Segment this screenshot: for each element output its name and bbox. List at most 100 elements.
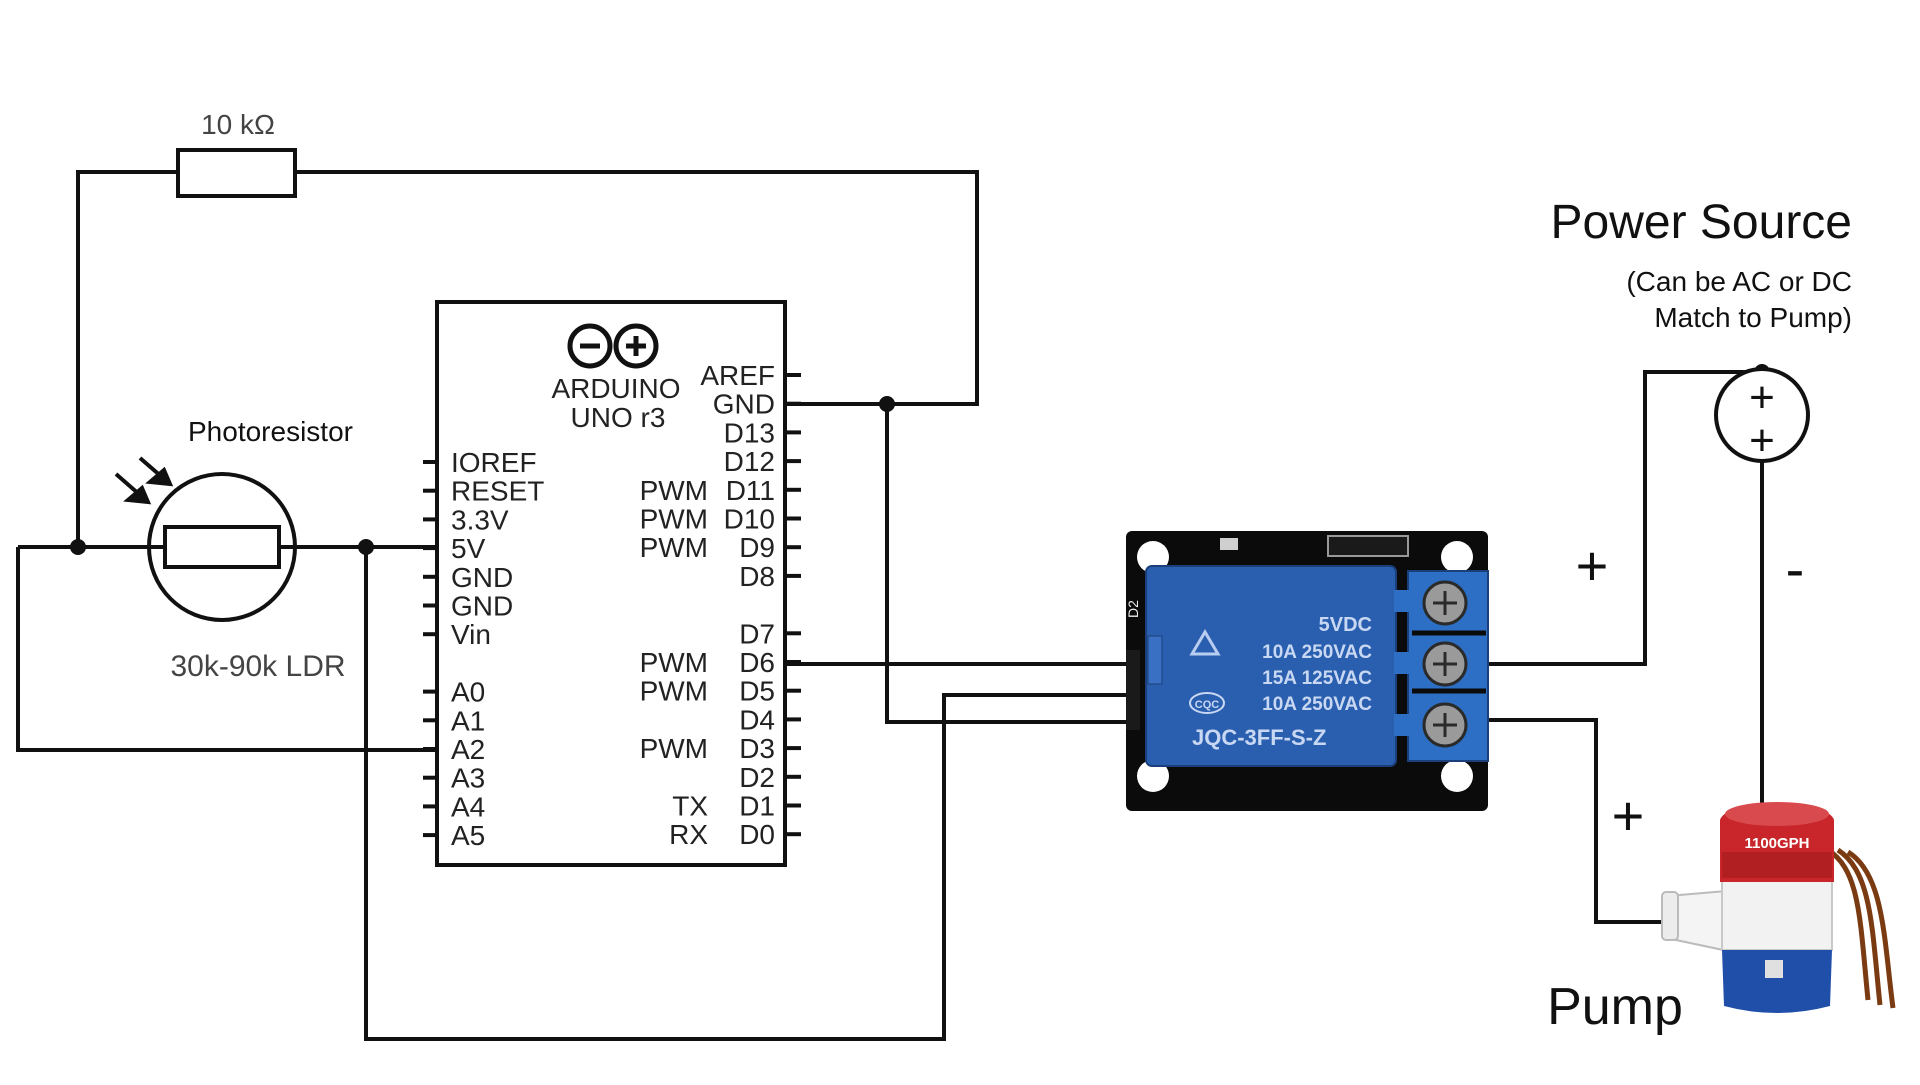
warning-icon <box>1189 629 1221 656</box>
pump-wire-plus: + <box>1612 784 1645 847</box>
pump-cap-top <box>1725 802 1829 826</box>
left-pin-label: GND <box>451 562 513 593</box>
power-minus-terminal: + <box>1749 416 1775 465</box>
terminal-tab <box>1394 652 1410 674</box>
power-title: Power Source <box>1551 196 1852 249</box>
screw-icon <box>1422 580 1468 626</box>
mounting-hole <box>1441 760 1473 792</box>
right-pin-label: D4 <box>739 704 775 735</box>
screw-icon <box>1422 702 1468 748</box>
left-pin-label: 3.3V <box>451 504 509 535</box>
right-pin-label: D11 <box>726 475 775 506</box>
right-pin-label: D7 <box>739 618 775 649</box>
pin-function-label: PWM <box>640 733 708 764</box>
wire-resistor-left <box>76 170 178 547</box>
ldr-body <box>163 525 281 569</box>
left-pin-label: 5V <box>451 533 486 564</box>
mounting-hole <box>1137 760 1169 792</box>
left-pin-label: A1 <box>451 705 485 736</box>
pin-function-label: RX <box>669 819 708 850</box>
pump-label-band <box>1722 852 1832 878</box>
wire-a2 <box>16 547 437 752</box>
right-pin-label: D3 <box>739 733 775 764</box>
junction-dot <box>358 539 374 555</box>
right-pin-label: AREF <box>700 360 775 391</box>
left-pin-label: A4 <box>451 791 485 822</box>
screw-icon <box>1422 641 1468 687</box>
right-pin-label: D13 <box>724 417 775 448</box>
arduino-board: ARDUINO UNO r3 IOREFRESET3.3V5VGNDGNDVin… <box>423 300 801 867</box>
right-pin-label: D1 <box>739 791 775 822</box>
wire-relay-pump <box>1488 718 1668 924</box>
power-plus-terminal: + <box>1749 373 1775 422</box>
right-pin-label: D12 <box>724 446 775 477</box>
left-pin-label: A0 <box>451 677 485 708</box>
right-pin-label: D2 <box>739 762 775 793</box>
light-arrows-icon <box>114 456 174 505</box>
arduino-right-pins: AREFGNDD13D12D11PWMD10PWMD9PWMD8D7D6PWMD… <box>640 360 801 850</box>
relay-tab <box>1147 635 1163 685</box>
arduino-outline <box>435 300 787 867</box>
pump-label: Pump <box>1547 978 1683 1036</box>
relay-cqc: CQC <box>1195 699 1220 711</box>
pump-base <box>1722 950 1832 1013</box>
left-pin-label: A2 <box>451 734 485 765</box>
pin-function-label: PWM <box>640 647 708 678</box>
right-pin-label: D8 <box>739 561 775 592</box>
relay-model: JQC-3FF-S-Z <box>1192 725 1326 750</box>
wire-5v-relay <box>364 547 1126 1041</box>
relay-spec: 10A 250VAC <box>1262 694 1372 715</box>
left-pin-label: A3 <box>451 763 485 794</box>
pin-function-label: PWM <box>640 532 708 563</box>
junction-dot <box>70 539 86 555</box>
pump-latch <box>1765 960 1783 978</box>
smd-component <box>1327 535 1409 557</box>
pin-function-label: PWM <box>640 475 708 506</box>
left-pin-label: Vin <box>451 619 491 650</box>
right-pin-label: D10 <box>724 504 775 535</box>
power-source: Power Source (Can be AC or DC Match to P… <box>1551 196 1852 600</box>
pin-function-label: PWM <box>640 504 708 535</box>
smd-component <box>1220 538 1238 550</box>
terminal-tab <box>1394 590 1410 612</box>
right-pin-label: GND <box>713 389 775 420</box>
photoresistor: Photoresistor 30k-90k LDR <box>114 416 353 683</box>
power-subtitle-2: Match to Pump) <box>1654 302 1852 333</box>
wires <box>16 170 1770 1041</box>
resistor-label: 10 kΩ <box>201 109 275 140</box>
resistor-10k: 10 kΩ <box>176 109 297 198</box>
photoresistor-title: Photoresistor <box>188 416 353 447</box>
relay-module: D2 5VDC 10A 250VAC 15A 125VAC 10A 250VAC… <box>1125 531 1489 811</box>
pump-body <box>1721 879 1833 951</box>
pin-function-label: TX <box>672 791 708 822</box>
mounting-hole <box>1441 541 1473 573</box>
right-pin-label: D9 <box>739 532 775 563</box>
power-wire-minus: - <box>1786 537 1805 600</box>
left-pin-label: IOREF <box>451 447 537 478</box>
pin-function-label: PWM <box>640 676 708 707</box>
pump-brand: 1100GPH <box>1744 835 1809 852</box>
power-wire-plus: + <box>1576 534 1609 597</box>
resistor-body <box>176 148 297 198</box>
left-pin-label: RESET <box>451 476 544 507</box>
pump-cable <box>1826 847 1896 1009</box>
right-pin-label: D5 <box>739 676 775 707</box>
arduino-logo-icon <box>567 323 659 369</box>
relay-spec: 10A 250VAC <box>1262 642 1372 663</box>
relay-spec: 15A 125VAC <box>1262 668 1372 689</box>
junction-dot <box>879 396 895 412</box>
arduino-name: ARDUINO <box>551 373 680 404</box>
cqc-icon <box>1189 692 1225 714</box>
relay-spec: 5VDC <box>1319 614 1372 636</box>
ldr-value: 30k-90k LDR <box>170 650 345 683</box>
right-pin-label: D0 <box>739 819 775 850</box>
pump: + 1100GPH Pump <box>1547 784 1896 1036</box>
pump-nozzle-tip <box>1661 891 1679 941</box>
input-header <box>1126 650 1140 730</box>
left-pin-label: A5 <box>451 820 485 851</box>
right-pin-label: D6 <box>739 647 775 678</box>
wire-relay-power <box>1488 370 1762 666</box>
